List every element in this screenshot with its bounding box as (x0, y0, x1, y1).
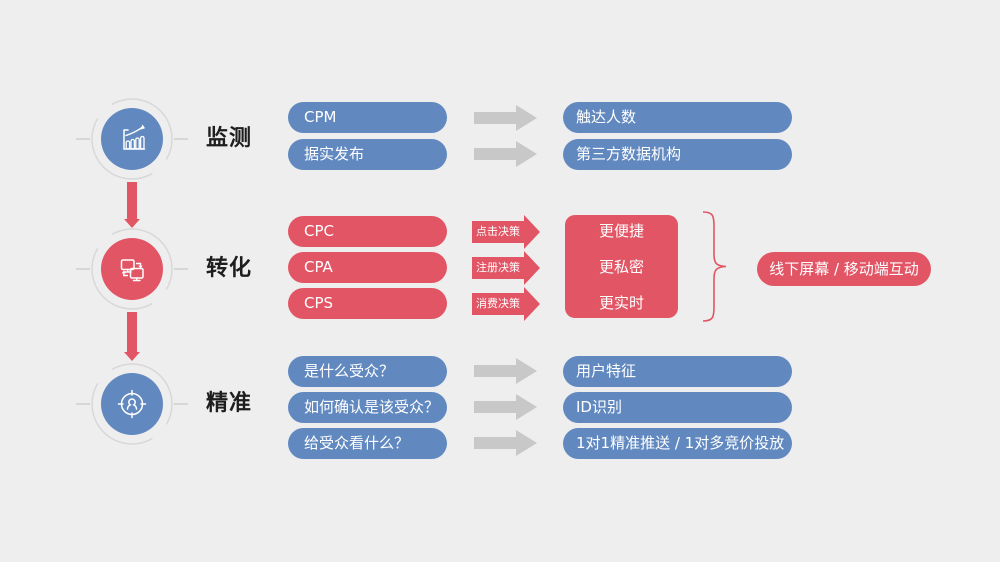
down-connector-arrow (124, 182, 140, 228)
benefit-line: 更私密 (598, 258, 644, 276)
conversion-node-ring (76, 228, 188, 310)
right-arrow-icon (474, 394, 537, 420)
consume-decision-arrow: 消费决策 (472, 287, 540, 321)
click-decision-arrow: 点击决策 (472, 215, 540, 249)
arrow-label: 注册决策 (476, 261, 520, 274)
pill-what-to-show: 给受众看什么？ (288, 428, 447, 459)
pill-factual-publish: 据实发布 (288, 139, 447, 170)
labeled-arrow-icon (472, 287, 540, 321)
pill-user-features: 用户特征 (563, 356, 792, 387)
pill-third-party-data: 第三方数据机构 (563, 139, 792, 170)
pill-what-audience: 是什么受众？ (288, 356, 447, 387)
pill-cpc: CPC (288, 216, 447, 247)
pill-cpm: CPM (288, 102, 447, 133)
benefit-line: 更便捷 (598, 222, 644, 240)
precision-node-ring (76, 363, 188, 445)
labeled-arrow-icon (472, 251, 540, 285)
labeled-arrow-icon (472, 215, 540, 249)
right-arrow-icon (474, 430, 537, 456)
pill-reach-count: 触达人数 (563, 102, 792, 133)
arrow-label: 消费决策 (476, 297, 520, 310)
pill-cpa: CPA (288, 252, 447, 283)
bar-chart-growth-icon (123, 124, 146, 150)
precision-node (101, 373, 163, 435)
section-label-conversion: 转化 (206, 256, 253, 281)
conversion-node (101, 238, 163, 300)
target-audience-icon (117, 389, 147, 419)
section-label-monitor: 监测 (206, 126, 253, 151)
pill-offline-screen-mobile: 线下屏幕 / 移动端互动 (757, 252, 931, 286)
pill-id-recognition: ID识别 (563, 392, 792, 423)
right-arrow-icon (474, 358, 537, 384)
right-arrow-icon (474, 141, 537, 167)
monitor-node (101, 108, 163, 170)
section-label-precision: 精准 (206, 391, 253, 416)
curly-brace (702, 211, 727, 322)
monitor-node-ring (76, 98, 188, 180)
pill-cps: CPS (288, 288, 447, 319)
arrow-label: 点击决策 (476, 225, 520, 238)
right-arrow-icon (474, 105, 537, 131)
benefits-box: 更便捷 更私密 更实时 (565, 215, 678, 318)
pill-precise-push-bidding: 1对1精准推送 / 1对多竞价投放 (563, 428, 792, 459)
benefit-line: 更实时 (598, 294, 644, 312)
down-connector-arrow (124, 312, 140, 361)
register-decision-arrow: 注册决策 (472, 251, 540, 285)
sync-screens-icon (120, 259, 144, 282)
pill-confirm-audience: 如何确认是该受众？ (288, 392, 447, 423)
